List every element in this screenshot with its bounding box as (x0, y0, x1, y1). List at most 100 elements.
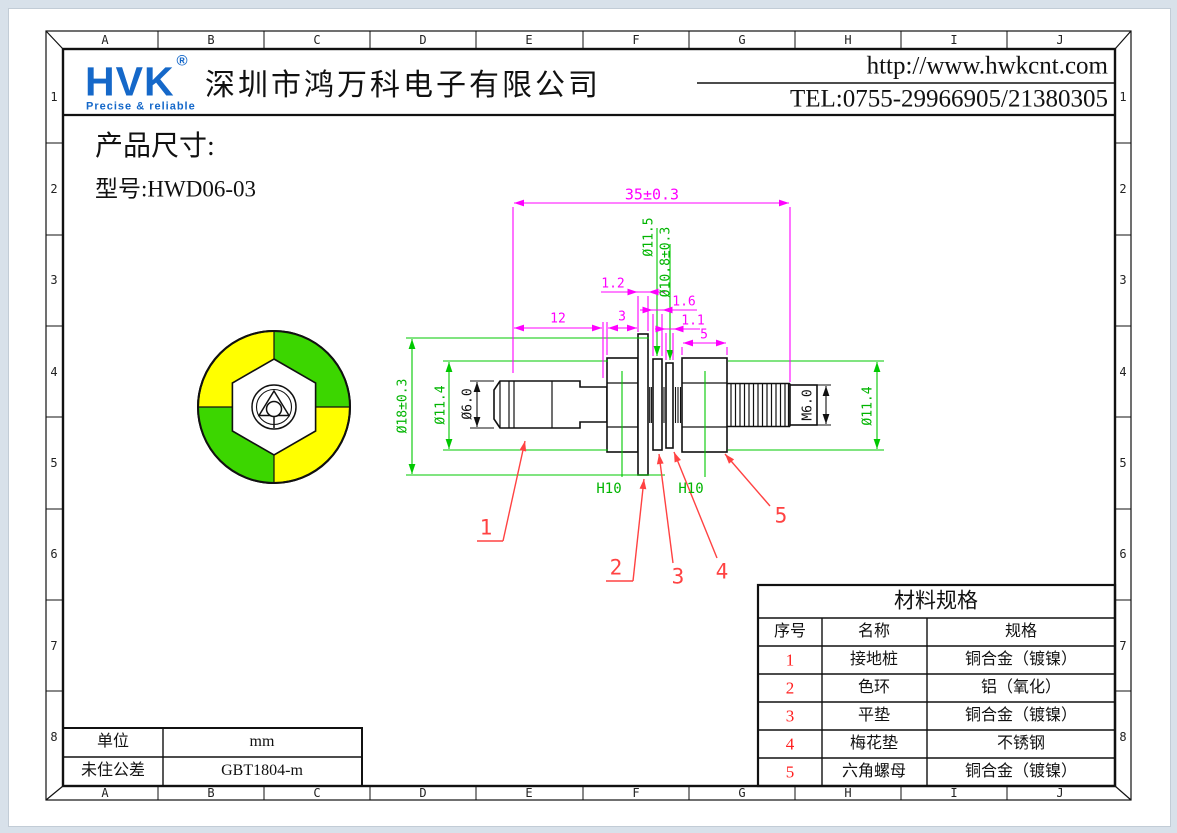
grid-row-label: 4 (1119, 365, 1127, 379)
callout-4: 4 (715, 559, 729, 584)
callout-3: 3 (671, 564, 685, 589)
material-row-name: 色环 (857, 679, 891, 696)
dim-nut-thickness: 5 (700, 327, 708, 343)
material-row-name: 接地桩 (849, 651, 899, 668)
grid-row-label: 5 (1119, 456, 1127, 470)
dim-pin-diameter: Ø6.0 (460, 388, 476, 420)
grid-col-label: A (101, 786, 109, 800)
side-view (493, 333, 818, 476)
grid-col-label: H (844, 786, 852, 800)
grid-col-label: A (101, 33, 109, 47)
units-label: 单位 (96, 733, 130, 750)
magenta-dimensions (512, 199, 791, 382)
grid-col-label: J (1056, 33, 1064, 47)
dim-washer-diameter: Ø11.5 (641, 217, 657, 257)
header-rules (63, 82, 1115, 117)
material-row-no: 3 (785, 706, 795, 726)
rod-end (789, 384, 818, 426)
grid-col-label: I (950, 786, 958, 800)
grid-col-label: G (738, 33, 746, 47)
grid-col-label: F (632, 33, 640, 47)
black-dimensions (470, 380, 831, 429)
callout-1: 1 (479, 515, 493, 540)
grid-row-label: 3 (1119, 273, 1127, 287)
dim-left-diameter: Ø11.4 (433, 385, 449, 425)
dim-thread-spec: M6.0 (800, 389, 816, 421)
dim-pin-length: 12 (550, 311, 566, 327)
grid-row-label: 6 (1119, 547, 1127, 561)
material-header-spec: 规格 (1004, 623, 1038, 640)
brand-logo: HVK (85, 58, 175, 105)
grid-row-label: 1 (1119, 90, 1127, 104)
units-value: mm (249, 733, 275, 750)
grid-row-label: 3 (50, 273, 58, 287)
grid-row-label: 4 (50, 365, 58, 379)
flat-washer (652, 358, 663, 451)
star-washer (665, 362, 674, 449)
grid-row-label: 7 (50, 639, 58, 653)
dim-star-washer-thickness: 1.1 (681, 313, 705, 329)
company-website: http://www.hwkcnt.com (866, 52, 1108, 80)
dim-hex-across-flats-1: H10 (596, 481, 622, 497)
dim-star-washer-diameter: Ø10.8±0.3 (658, 226, 674, 298)
grid-col-label: F (632, 786, 640, 800)
callout-5: 5 (774, 503, 788, 528)
material-header-no: 序号 (773, 623, 807, 640)
product-model: 型号:HWD06-03 (95, 176, 256, 202)
tolerance-value: GBT1804-m (221, 762, 303, 779)
thread-stubs (649, 387, 682, 423)
grid-row-label: 8 (50, 730, 58, 744)
grid-col-label: J (1056, 786, 1064, 800)
grid-col-label: H (844, 33, 852, 47)
grid-row-label: 5 (50, 456, 58, 470)
tolerance-label: 未住公差 (80, 762, 146, 779)
callout-leaders (477, 440, 771, 582)
material-row-spec: 不锈钢 (996, 735, 1046, 752)
sheet-frame (45, 30, 1132, 801)
grid-col-label: E (525, 33, 533, 47)
material-row-spec: 铜合金（镀镍） (964, 651, 1078, 668)
grid-row-label: 1 (50, 90, 58, 104)
dim-hex-across-flats-2: H10 (678, 481, 704, 497)
front-view (197, 330, 351, 484)
material-table-title: 材料规格 (894, 588, 978, 613)
grid-row-label: 2 (50, 182, 58, 196)
company-phone: TEL:0755-29966905/21380305 (789, 85, 1108, 113)
grid-col-label: B (207, 786, 215, 800)
grid-col-label: B (207, 33, 215, 47)
company-name: 深圳市鸿万科电子有限公司 (205, 69, 601, 102)
material-row-spec: 铜合金（镀镍） (964, 707, 1078, 724)
color-ring (637, 333, 649, 476)
material-row-name: 六角螺母 (841, 763, 907, 780)
registered-mark-icon: ® (176, 52, 188, 70)
material-row-name: 平垫 (857, 707, 891, 724)
dim-ring-thickness: 1.2 (601, 276, 625, 292)
material-row-spec: 铜合金（镀镍） (964, 763, 1078, 780)
grid-col-label: D (419, 786, 427, 800)
grid-row-label: 7 (1119, 639, 1127, 653)
grid-col-label: C (313, 786, 321, 800)
grid-col-label: D (419, 33, 427, 47)
brand-tagline: Precise & reliable (86, 100, 196, 113)
grid-col-label: I (950, 33, 958, 47)
dim-washer-thickness: 1.6 (672, 294, 696, 310)
grid-row-label: 2 (1119, 182, 1127, 196)
material-row-no: 4 (785, 734, 795, 754)
material-row-no: 1 (785, 650, 795, 670)
dim-ring-diameter: Ø18±0.3 (395, 378, 411, 434)
grid-col-label: C (313, 33, 321, 47)
product-size-label: 产品尺寸: (95, 131, 215, 162)
material-header-name: 名称 (857, 623, 891, 640)
material-row-no: 2 (785, 678, 795, 698)
material-table-lines (756, 583, 1117, 788)
material-row-no: 5 (785, 762, 795, 782)
grid-row-label: 8 (1119, 730, 1127, 744)
material-row-spec: 铝（氧化） (980, 679, 1062, 696)
grid-col-label: G (738, 786, 746, 800)
callout-2: 2 (609, 555, 623, 580)
dim-right-diameter: Ø11.4 (860, 386, 876, 426)
units-table-lines (62, 727, 363, 787)
dim-overall-length: 35±0.3 (624, 185, 680, 204)
